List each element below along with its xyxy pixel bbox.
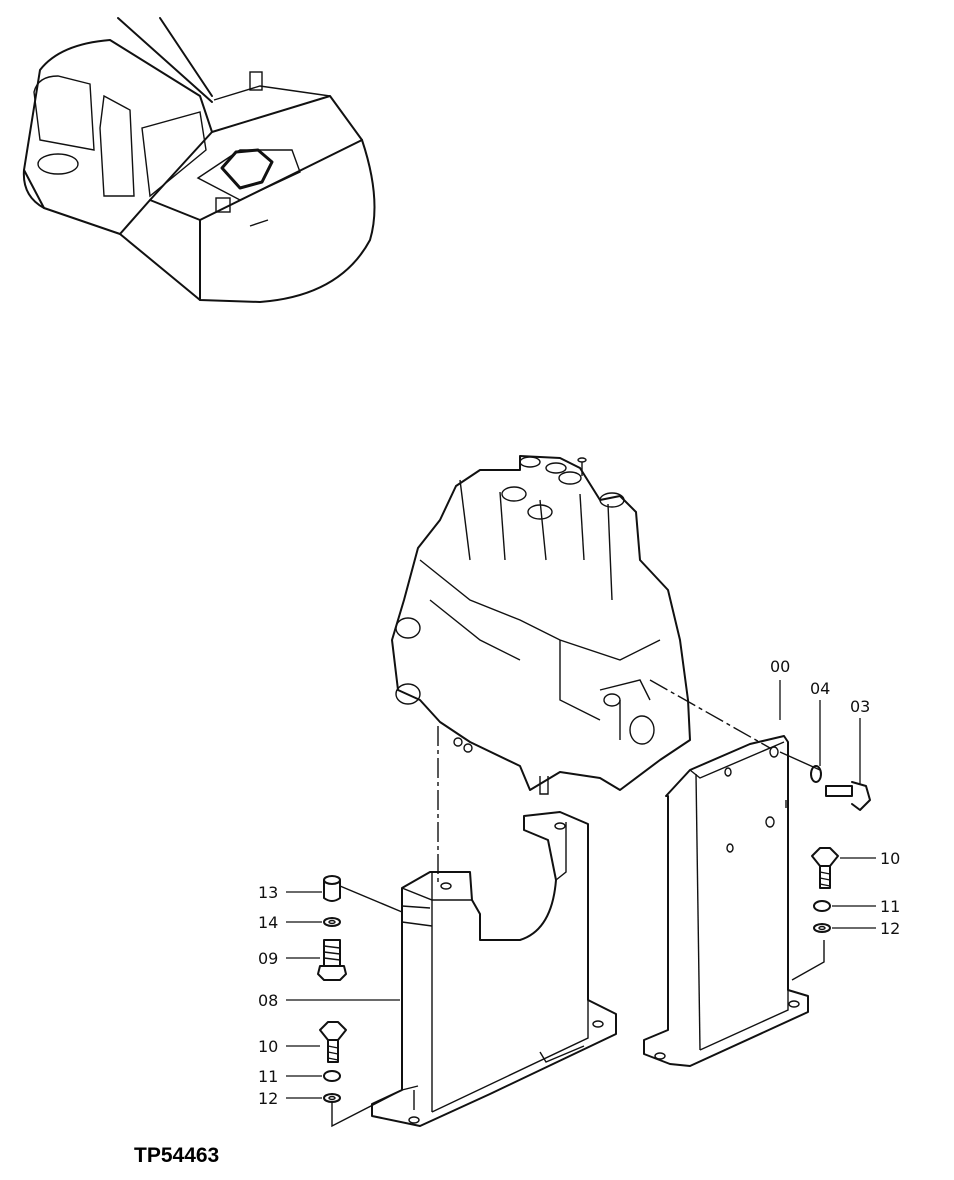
washer-12-left: [323, 1093, 341, 1103]
callout-08: 08: [258, 991, 278, 1010]
callout-03: 03: [850, 697, 870, 716]
callout-12-left: 12: [258, 1089, 278, 1108]
bracket-left-08: [371, 811, 617, 1127]
excavator-locator-view: [22, 17, 376, 303]
leader-lines: [286, 680, 876, 1099]
spacer-13: [323, 875, 341, 902]
callout-04: 04: [810, 679, 830, 698]
callout-09: 09: [258, 949, 278, 968]
bracket-right-00: [643, 735, 809, 1067]
callout-labels: 00 04 03 10 11 12 13 14 09 08 10 11 12: [258, 657, 900, 1108]
callout-10-left: 10: [258, 1037, 278, 1056]
washer-04: [810, 765, 822, 783]
control-valve-assembly: [391, 455, 691, 795]
washer-12-right: [813, 923, 831, 933]
callout-10-right: 10: [880, 849, 900, 868]
washer-14: [323, 917, 341, 927]
diagram-reference-code: TP54463: [134, 1144, 219, 1167]
callout-14: 14: [258, 913, 278, 932]
callout-12-right: 12: [880, 919, 900, 938]
callout-00: 00: [770, 657, 790, 676]
callout-13: 13: [258, 883, 278, 902]
bolt-03: [825, 781, 871, 811]
callout-11-left: 11: [258, 1067, 278, 1086]
callout-11-right: 11: [880, 897, 900, 916]
assembly-center-lines: [331, 679, 825, 1128]
lock-washer-11-left: [323, 1070, 341, 1082]
lock-washer-11-right: [813, 900, 831, 912]
bolt-10-left: [319, 1021, 347, 1063]
bolt-09: [317, 939, 347, 981]
bolt-10-right: [811, 847, 839, 889]
